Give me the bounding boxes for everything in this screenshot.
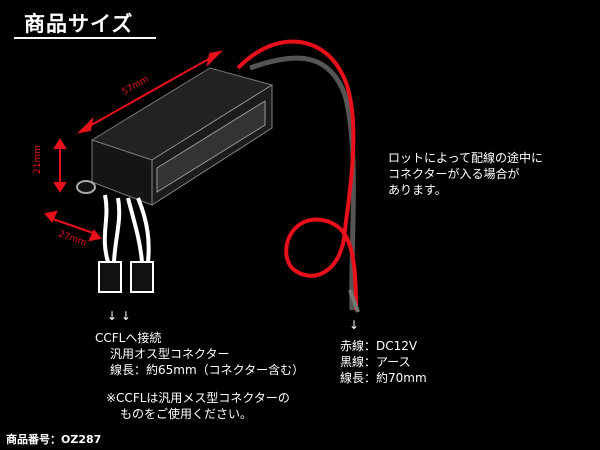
page-title: 商品サイズ: [24, 12, 134, 36]
dim-height-label: 21mm: [33, 145, 43, 174]
right-label-line3: 線長：約70mm: [340, 371, 427, 385]
white-wire-3: [126, 197, 144, 263]
title-underline: [14, 37, 156, 39]
connector-note-line1: ロットによって配線の途中に: [388, 151, 544, 165]
dim-width-label: 27mm: [57, 229, 88, 248]
white-wire-4: [136, 197, 151, 263]
left-down-arrows: ↓ ↓: [107, 309, 131, 323]
left-connector-1: [98, 261, 122, 293]
right-label-line1: 赤線：DC12V: [340, 339, 418, 353]
connector-note-line3: あります。: [388, 183, 447, 197]
inverter-box: [76, 67, 274, 206]
footnote-line1: ※CCFLは汎用メス型コネクターの: [106, 391, 290, 405]
left-label-line2: 汎用オス型コネクター: [110, 347, 230, 361]
white-wire-1: [102, 194, 110, 263]
connector-note-line2: コネクターが入る場合が: [388, 167, 520, 181]
box-label-panel: [156, 100, 266, 193]
left-label-line3: 線長：約65mm（コネクター含む）: [110, 363, 305, 377]
dim-arrow-length: [85, 55, 215, 129]
product-number: 商品番号：OZ287: [6, 433, 102, 446]
dim-arrow-width: [49, 217, 97, 235]
white-wire-2: [112, 197, 122, 263]
footnote-line2: ものをご使用ください。: [120, 407, 253, 421]
mount-tab: [76, 180, 96, 194]
red-wire: [236, 39, 358, 311]
wire-end: [348, 289, 360, 313]
left-label-line1: CCFLへ接続: [95, 331, 162, 345]
right-down-arrow: ↓: [349, 318, 360, 332]
right-label-line2: 黒線：アース: [340, 355, 411, 369]
left-connector-2: [130, 261, 154, 293]
